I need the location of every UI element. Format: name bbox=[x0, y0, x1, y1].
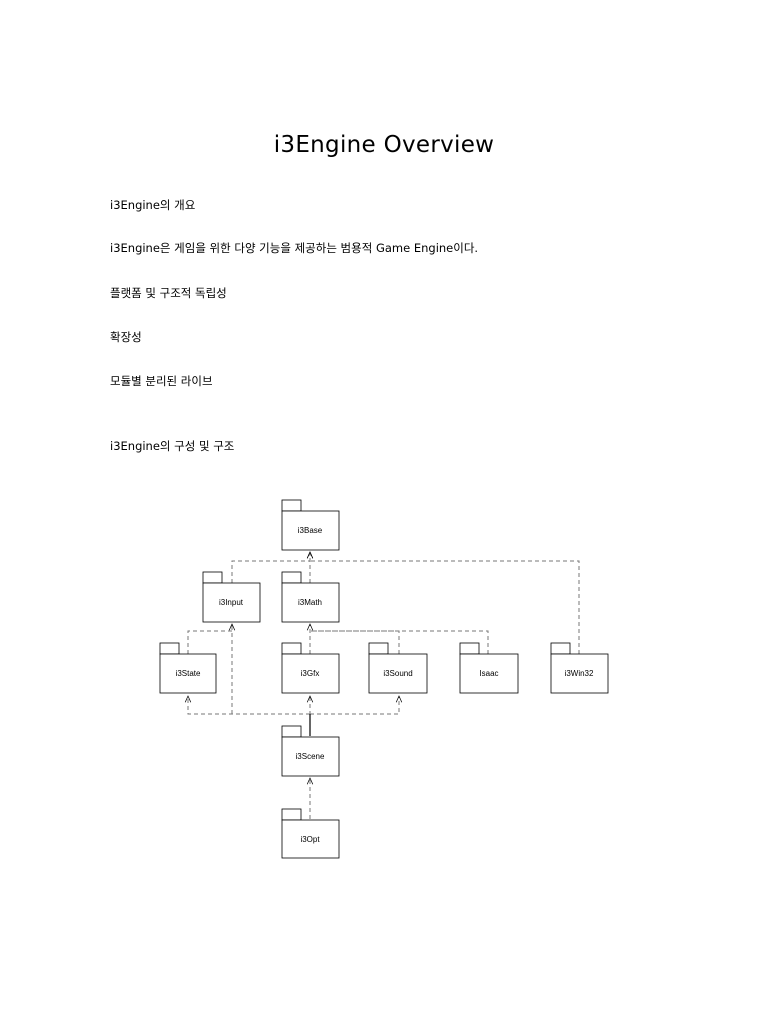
package-i3state bbox=[159, 642, 217, 694]
section-heading-structure: i3Engine의 구성 및 구조 bbox=[110, 439, 235, 453]
package-label: i3Scene bbox=[296, 752, 325, 761]
package-label: i3Input bbox=[219, 598, 244, 607]
dep-win32-to-base bbox=[310, 560, 580, 654]
package-i3scene bbox=[281, 725, 340, 777]
dep-input-to-base bbox=[231, 552, 310, 583]
dep-state-to-input bbox=[187, 624, 232, 654]
paragraph-platform-independence: 플랫폼 및 구조적 독립성 bbox=[110, 286, 227, 300]
package-i3input bbox=[202, 571, 261, 623]
package-label: i3Math bbox=[298, 598, 322, 607]
package-label: i3Sound bbox=[383, 669, 412, 678]
dep-scene-to-sound bbox=[310, 696, 399, 715]
package-label: i3State bbox=[176, 669, 201, 678]
section-heading-overview: i3Engine의 개요 bbox=[110, 198, 196, 212]
package-i3sound bbox=[368, 642, 428, 694]
dep-scene-to-state bbox=[188, 696, 310, 715]
package-label: Isaac bbox=[479, 669, 498, 678]
package-label: i3Base bbox=[298, 526, 323, 535]
package-label: i3Win32 bbox=[565, 669, 594, 678]
package-label: i3Gfx bbox=[301, 669, 320, 678]
package-label: i3Opt bbox=[300, 835, 320, 844]
package-i3gfx bbox=[281, 642, 340, 694]
document-title: i3Engine Overview bbox=[273, 132, 495, 158]
package-isaac bbox=[459, 642, 519, 694]
package-i3opt bbox=[281, 808, 340, 859]
package-i3math bbox=[281, 571, 340, 623]
paragraph-engine-description: i3Engine은 게임을 위한 다양 기능을 제공하는 범용적 Game En… bbox=[110, 241, 479, 255]
paragraph-modular-libraries: 모듈별 분리된 라이브 bbox=[110, 374, 213, 388]
package-i3win32 bbox=[550, 642, 609, 694]
paragraph-extensibility: 확장성 bbox=[110, 330, 142, 344]
dep-isaac-to-math bbox=[310, 630, 489, 654]
package-i3base bbox=[281, 499, 340, 551]
